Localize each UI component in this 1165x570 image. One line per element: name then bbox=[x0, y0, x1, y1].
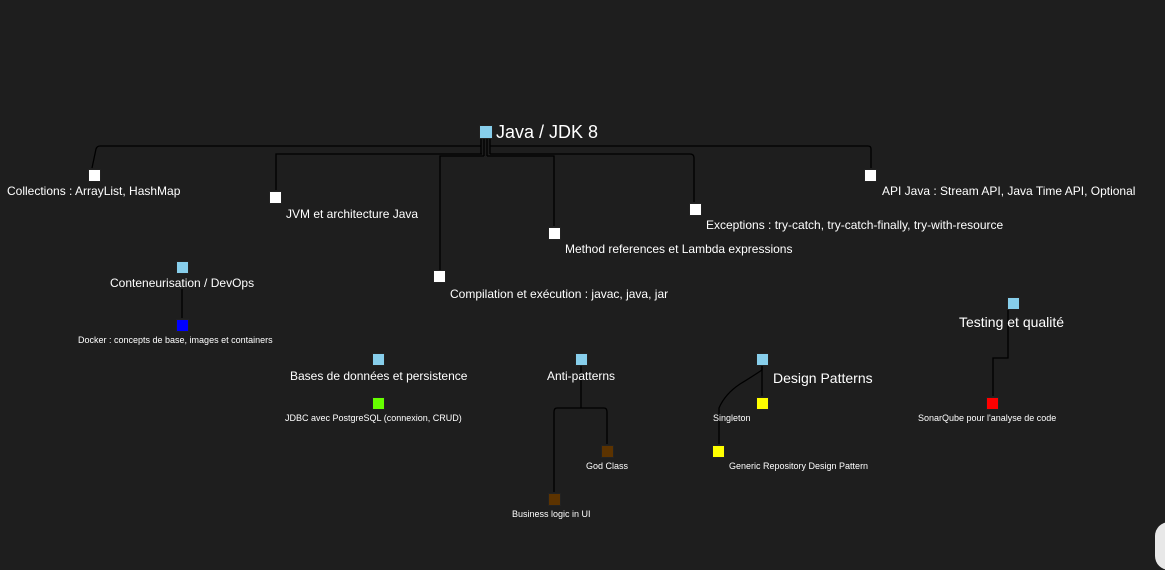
design-patterns-node-square[interactable] bbox=[756, 353, 769, 366]
jdbc-node-square[interactable] bbox=[372, 397, 385, 410]
antipatterns-label: Anti-patterns bbox=[547, 369, 616, 383]
design-patterns-label: Design Patterns bbox=[773, 370, 873, 386]
method-refs-node-square[interactable] bbox=[548, 227, 561, 240]
scroll-edge-handle[interactable] bbox=[1155, 522, 1165, 570]
exceptions-label: Exceptions : try-catch, try-catch-finall… bbox=[706, 218, 1004, 232]
compilation-label: Compilation et exécution : javac, java, … bbox=[450, 287, 669, 301]
testing-node-square[interactable] bbox=[1007, 297, 1020, 310]
devops-node-square[interactable] bbox=[176, 261, 189, 274]
devops-label: Conteneurisation / DevOps bbox=[110, 276, 255, 290]
method-refs-label: Method references et Lambda expressions bbox=[565, 242, 793, 256]
compilation-node-square[interactable] bbox=[433, 270, 446, 283]
exceptions-node-square[interactable] bbox=[689, 203, 702, 216]
generic-repo-node-square[interactable] bbox=[712, 445, 725, 458]
docker-node-square[interactable] bbox=[176, 319, 189, 332]
api-label: API Java : Stream API, Java Time API, Op… bbox=[882, 184, 1136, 198]
root-node-square[interactable] bbox=[479, 125, 493, 139]
testing-label: Testing et qualité bbox=[959, 314, 1065, 330]
god-class-label: God Class bbox=[586, 461, 629, 471]
docker-label: Docker : concepts de base, images et con… bbox=[78, 335, 273, 345]
sonarqube-node-square[interactable] bbox=[986, 397, 999, 410]
jdbc-label: JDBC avec PostgreSQL (connexion, CRUD) bbox=[285, 413, 462, 423]
generic-repo-label: Generic Repository Design Pattern bbox=[729, 461, 869, 471]
api-node-square[interactable] bbox=[864, 169, 877, 182]
business-logic-node-square[interactable] bbox=[548, 493, 561, 506]
antipatterns-node-square[interactable] bbox=[575, 353, 588, 366]
jvm-label: JVM et architecture Java bbox=[286, 207, 419, 221]
singleton-label: Singleton bbox=[713, 413, 751, 423]
root-label: Java / JDK 8 bbox=[496, 122, 599, 142]
sonarqube-label: SonarQube pour l'analyse de code bbox=[918, 413, 1057, 423]
collections-label: Collections : ArrayList, HashMap bbox=[7, 184, 181, 198]
db-node-square[interactable] bbox=[372, 353, 385, 366]
business-logic-label: Business logic in UI bbox=[512, 509, 591, 519]
god-class-node-square[interactable] bbox=[601, 445, 614, 458]
db-label: Bases de données et persistence bbox=[290, 369, 468, 383]
singleton-node-square[interactable] bbox=[756, 397, 769, 410]
jvm-node-square[interactable] bbox=[269, 191, 282, 204]
collections-node-square[interactable] bbox=[88, 169, 101, 182]
